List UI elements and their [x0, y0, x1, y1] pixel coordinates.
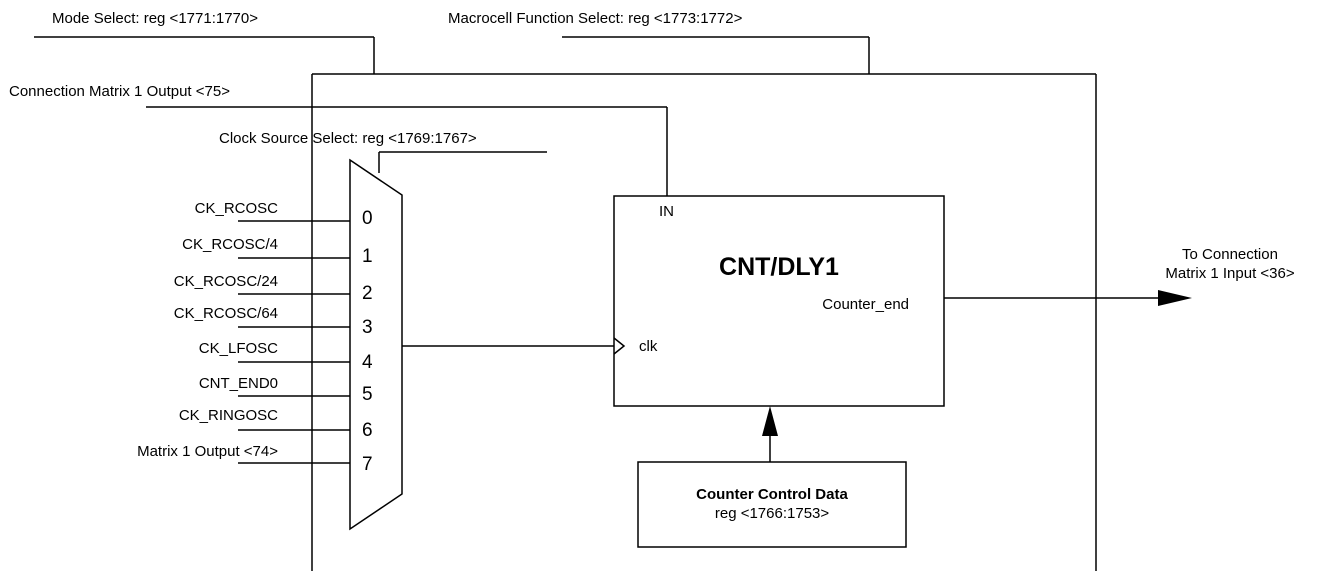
- mux-input-index: 0: [362, 208, 373, 229]
- counter-control-title: Counter Control Data: [696, 486, 848, 503]
- mux-input-label: CK_RCOSC: [195, 200, 279, 217]
- mux-input-label: CK_RCOSC/64: [174, 305, 278, 322]
- mux-input-label: CK_LFOSC: [199, 340, 278, 357]
- clock-mux: [349, 158, 403, 531]
- cnt-dly-block: [613, 195, 945, 407]
- mux-input-2: CK_RCOSC/24 2: [174, 273, 373, 304]
- mux-input-label: CK_RCOSC/24: [174, 273, 278, 290]
- clk-pin-triangle: [613, 337, 626, 355]
- mux-input-4: CK_LFOSC 4: [199, 340, 373, 373]
- counter-control-reg: reg <1766:1753>: [715, 505, 830, 522]
- mode-select-label: Mode Select: reg <1771:1770>: [52, 10, 258, 27]
- mux-input-index: 7: [362, 454, 373, 475]
- counter-end-label: Counter_end: [822, 296, 909, 313]
- mux-input-label: CNT_END0: [199, 375, 278, 392]
- in-pin-label: IN: [659, 203, 674, 220]
- output-arrow-head: [1158, 290, 1192, 306]
- mux-input-index: 5: [362, 384, 373, 405]
- macrocell-select-label: Macrocell Function Select: reg <1773:177…: [448, 10, 743, 27]
- mux-input-index: 2: [362, 283, 373, 304]
- mux-input-6: CK_RINGOSC 6: [179, 407, 373, 441]
- matrix-output-75-label: Connection Matrix 1 Output <75>: [9, 83, 230, 100]
- output-label-line1: To Connection: [1182, 246, 1278, 263]
- mux-input-1: CK_RCOSC/4 1: [182, 236, 372, 267]
- mux-input-index: 6: [362, 420, 373, 441]
- counter-control-box: [637, 461, 907, 548]
- mux-input-index: 1: [362, 246, 373, 267]
- mux-input-label: Matrix 1 Output <74>: [137, 443, 278, 460]
- mux-input-5: CNT_END0 5: [199, 375, 373, 405]
- mux-input-3: CK_RCOSC/64 3: [174, 305, 373, 338]
- output-label-line2: Matrix 1 Input <36>: [1165, 265, 1294, 282]
- mux-input-index: 3: [362, 317, 373, 338]
- mux-input-label: CK_RINGOSC: [179, 407, 278, 424]
- mux-input-label: CK_RCOSC/4: [182, 236, 278, 253]
- clock-source-select-label: Clock Source Select: reg <1769:1767>: [219, 130, 477, 147]
- mux-input-0: CK_RCOSC 0: [195, 200, 373, 229]
- mux-input-index: 4: [362, 352, 373, 373]
- mux-input-7: Matrix 1 Output <74> 7: [137, 443, 373, 475]
- block-title: CNT/DLY1: [719, 253, 839, 281]
- clk-pin-label: clk: [639, 338, 658, 355]
- control-arrow-head: [762, 406, 778, 436]
